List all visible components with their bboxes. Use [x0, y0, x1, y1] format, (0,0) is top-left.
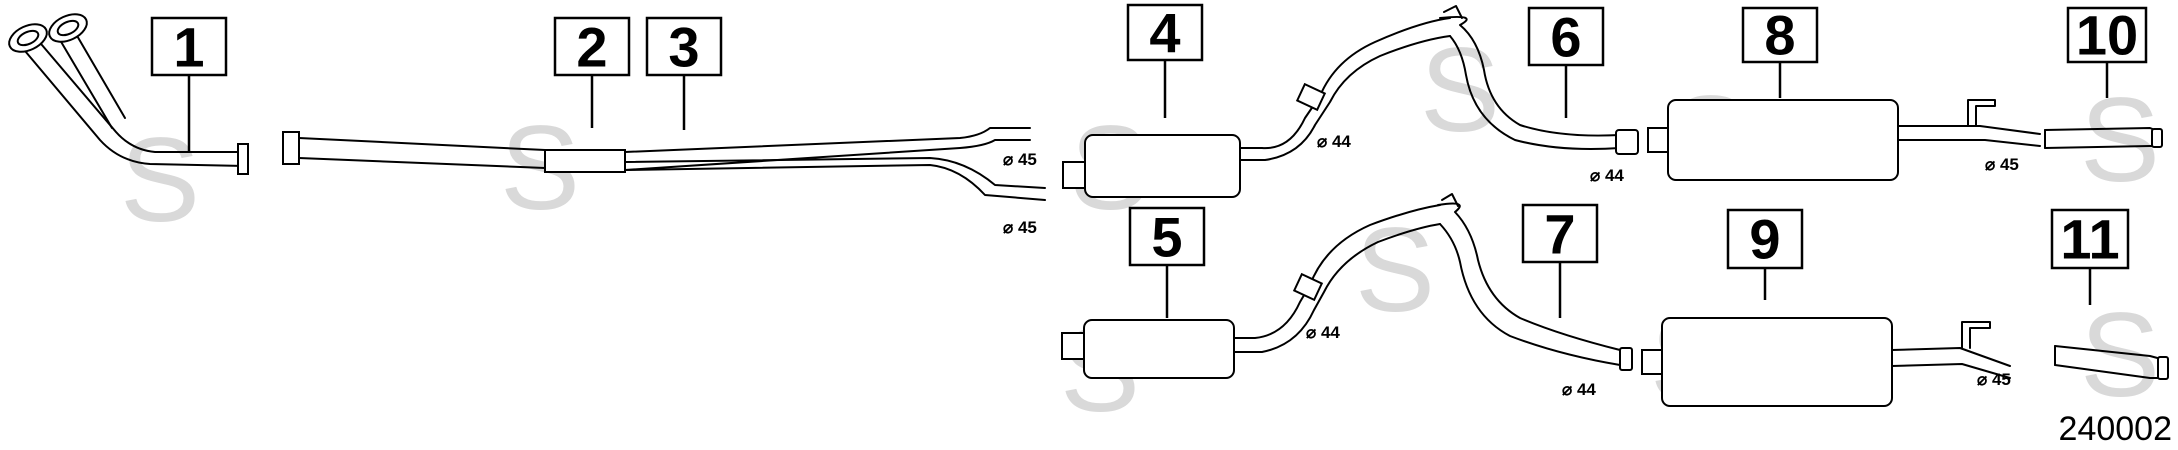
callout-3: 3 — [645, 16, 723, 79]
part-8-rear-muffler — [1647, 99, 2041, 181]
callout-6: 6 — [1527, 6, 1605, 69]
callout-10: 10 — [2066, 4, 2148, 67]
diameter-label: ⌀ 45 — [1985, 155, 2019, 174]
callout-1: 1 — [150, 16, 228, 79]
watermark-s: S — [1420, 23, 1500, 157]
part-11-tail-pipe — [2054, 345, 2169, 380]
watermark-s: S — [2080, 73, 2160, 207]
callout-number: 4 — [1149, 2, 1180, 65]
callout-number: 5 — [1151, 206, 1182, 269]
callout-number: 3 — [668, 16, 699, 79]
callout-4: 4 — [1126, 2, 1204, 65]
part-10-tail-pipe — [2044, 127, 2163, 149]
callout-number: 10 — [2076, 4, 2138, 67]
part-5-front-muffler — [1061, 204, 1441, 379]
diameter-label: ⌀ 44 — [1317, 132, 1351, 151]
callout-2: 2 — [553, 16, 631, 79]
callout-number: 7 — [1544, 203, 1575, 266]
diameter-label: ⌀ 45 — [1977, 370, 2011, 389]
watermark-s: S — [120, 113, 200, 247]
part-7-intermediate-pipe — [1437, 193, 1633, 371]
part-6-intermediate-pipe — [1439, 5, 1639, 155]
part-9-rear-muffler — [1641, 317, 2011, 407]
callout-number: 1 — [173, 16, 204, 79]
callout-number: 6 — [1550, 6, 1581, 69]
callout-number: 8 — [1764, 4, 1795, 67]
diameter-label: ⌀ 45 — [1003, 218, 1037, 237]
callout-leaders — [187, 60, 2109, 318]
diameter-label: ⌀ 44 — [1590, 166, 1624, 185]
callout-5: 5 — [1128, 206, 1206, 269]
callout-number: 11 — [2060, 208, 2119, 271]
callout-8: 8 — [1741, 4, 1819, 67]
diameter-label: ⌀ 45 — [1003, 150, 1037, 169]
callout-7: 7 — [1521, 203, 1599, 266]
part-1-down-pipe — [8, 13, 249, 175]
watermark-s: S — [1355, 203, 1435, 337]
callout-number: 9 — [1749, 208, 1780, 271]
diameter-labels: ⌀ 45 ⌀ 45 ⌀ 44 ⌀ 44 ⌀ 44 ⌀ 44 ⌀ 45 ⌀ 45 — [1003, 132, 2019, 399]
figure-number: 240002 — [2059, 410, 2172, 448]
part-4-front-muffler — [1062, 17, 1451, 198]
callout-9: 9 — [1726, 208, 1804, 271]
callout-11: 11 — [2050, 208, 2130, 271]
callout-number: 2 — [576, 16, 607, 79]
part-2-3-y-pipe — [282, 127, 1046, 201]
diameter-label: ⌀ 44 — [1562, 380, 1596, 399]
diameter-label: ⌀ 44 — [1306, 323, 1340, 342]
